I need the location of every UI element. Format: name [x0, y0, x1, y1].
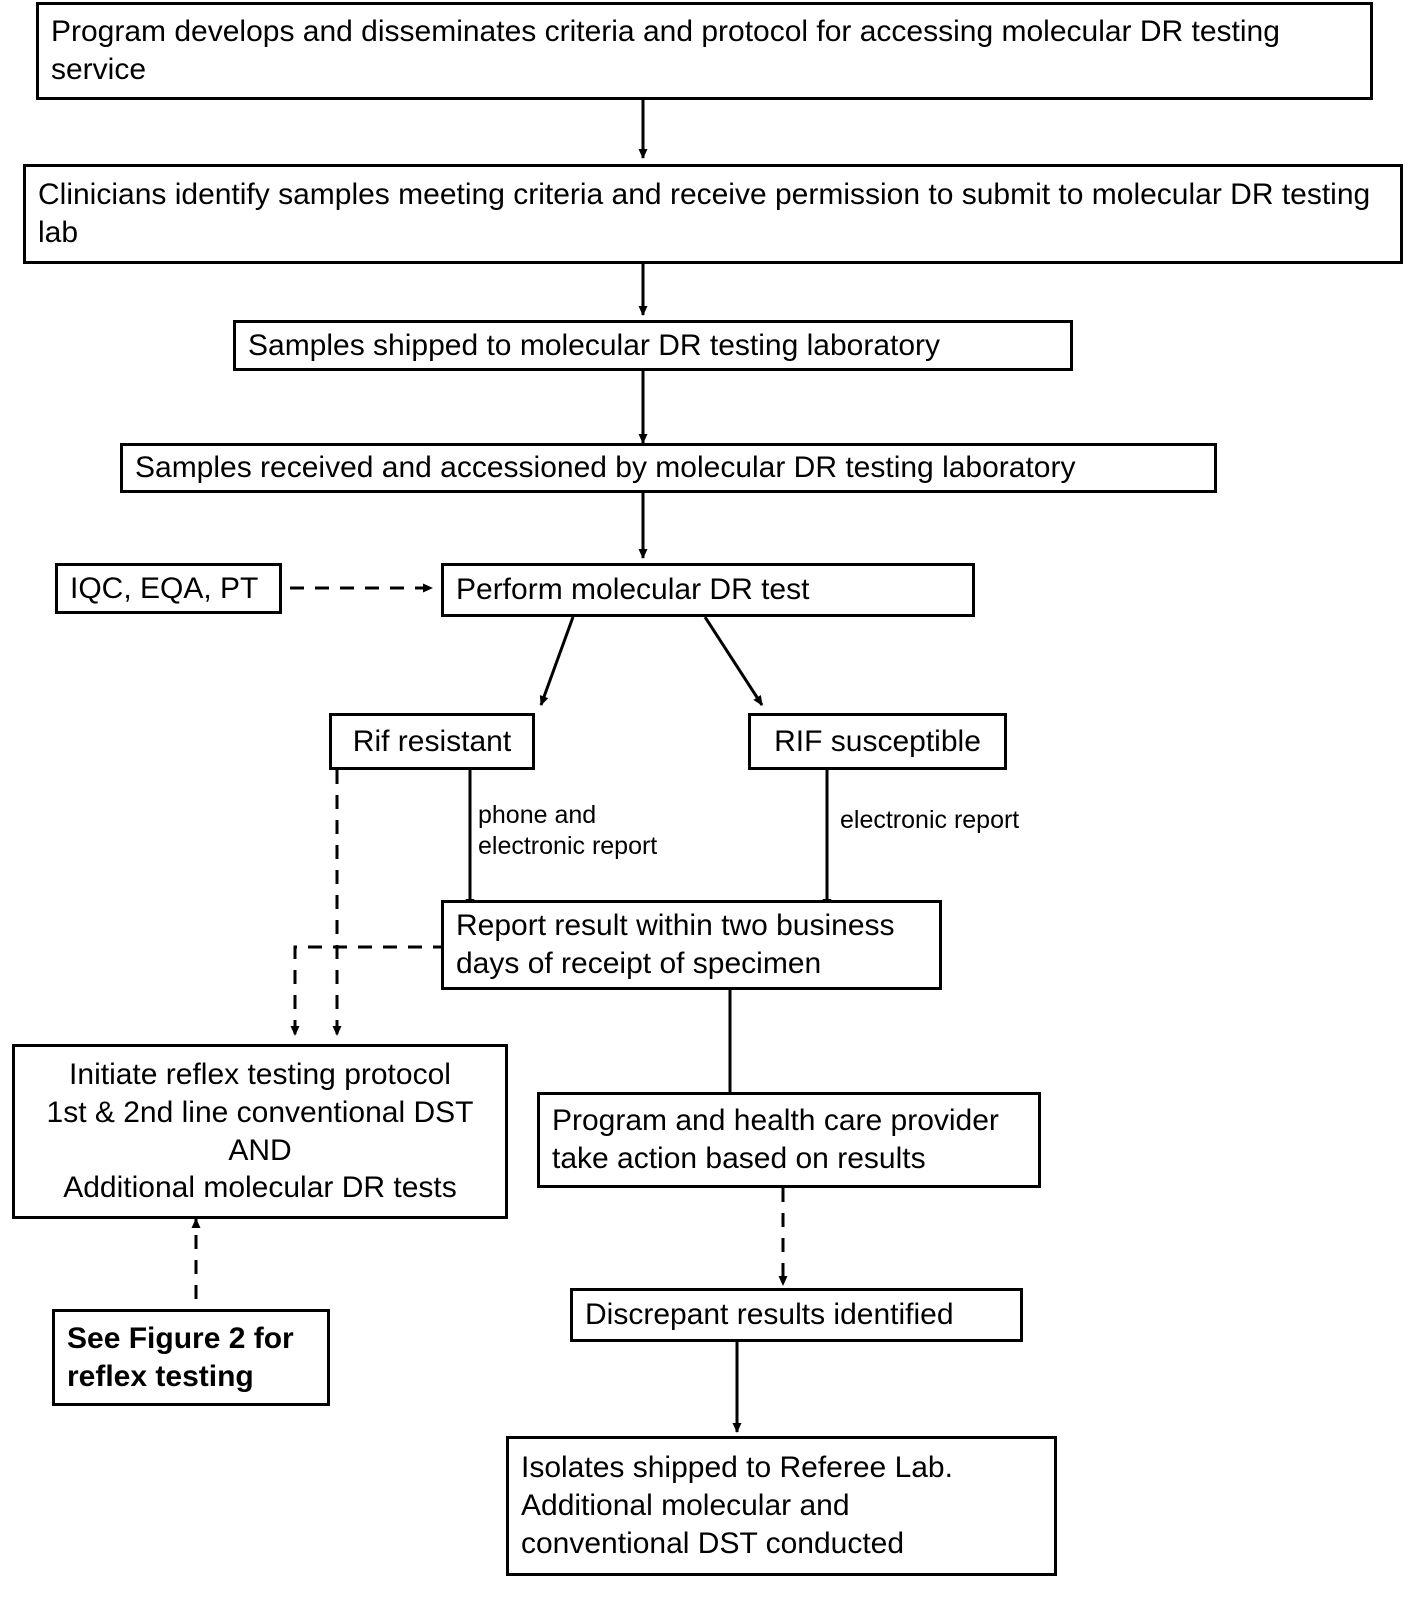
node-iqc-eqa-pt-label: IQC, EQA, PT	[70, 571, 259, 605]
edge-label-phone-and-electronic-report: phone and electronic report	[478, 801, 658, 860]
edge-report-result-to-initiate-reflex	[290, 945, 447, 1036]
node-isolates-shipped[interactable]: Isolates shipped to Referee Lab. Additio…	[506, 1436, 1057, 1576]
node-clinicians-identify[interactable]: Clinicians identify samples meeting crit…	[23, 164, 1403, 264]
node-program-develops-label: Program develops and disseminates criter…	[51, 15, 1280, 86]
edge-perform-test-to-rif-resistant	[539, 616, 575, 706]
node-samples-received-label: Samples received and accessioned by mole…	[135, 451, 1076, 485]
node-report-result-label: Report result within two business days o…	[456, 909, 895, 980]
node-rif-resistant-label: Rif resistant	[352, 724, 512, 758]
node-clinicians-identify-label: Clinicians identify samples meeting crit…	[38, 178, 1371, 249]
node-rif-resistant[interactable]: Rif resistant	[329, 713, 535, 770]
node-samples-shipped-label: Samples shipped to molecular DR testing …	[248, 328, 941, 362]
node-iqc-eqa-pt[interactable]: IQC, EQA, PT	[55, 563, 282, 614]
node-rif-susceptible-label: RIF susceptible	[774, 724, 981, 758]
node-rif-susceptible[interactable]: RIF susceptible	[748, 713, 1007, 770]
node-perform-test[interactable]: Perform molecular DR test	[441, 563, 975, 617]
node-discrepant-results[interactable]: Discrepant results identified	[570, 1288, 1023, 1342]
node-see-figure-2[interactable]: See Figure 2 for reflex testing	[52, 1309, 330, 1406]
edge-label-electronic-report: electronic report	[840, 806, 1020, 834]
node-samples-received[interactable]: Samples received and accessioned by mole…	[120, 443, 1217, 493]
node-initiate-reflex-label: Initiate reflex testing protocol 1st & 2…	[46, 1057, 474, 1205]
node-report-result[interactable]: Report result within two business days o…	[441, 900, 942, 990]
node-program-action[interactable]: Program and health care provider take ac…	[537, 1092, 1041, 1188]
node-isolates-shipped-label: Isolates shipped to Referee Lab. Additio…	[521, 1451, 953, 1560]
node-program-action-label: Program and health care provider take ac…	[552, 1104, 999, 1175]
node-program-develops[interactable]: Program develops and disseminates criter…	[36, 2, 1373, 100]
node-samples-shipped[interactable]: Samples shipped to molecular DR testing …	[233, 320, 1073, 371]
edge-perform-test-to-rif-susceptible	[703, 616, 764, 706]
node-discrepant-results-label: Discrepant results identified	[585, 1298, 954, 1332]
node-perform-test-label: Perform molecular DR test	[456, 573, 810, 607]
node-initiate-reflex[interactable]: Initiate reflex testing protocol 1st & 2…	[12, 1044, 508, 1219]
node-see-figure-2-label: See Figure 2 for reflex testing	[67, 1321, 294, 1393]
